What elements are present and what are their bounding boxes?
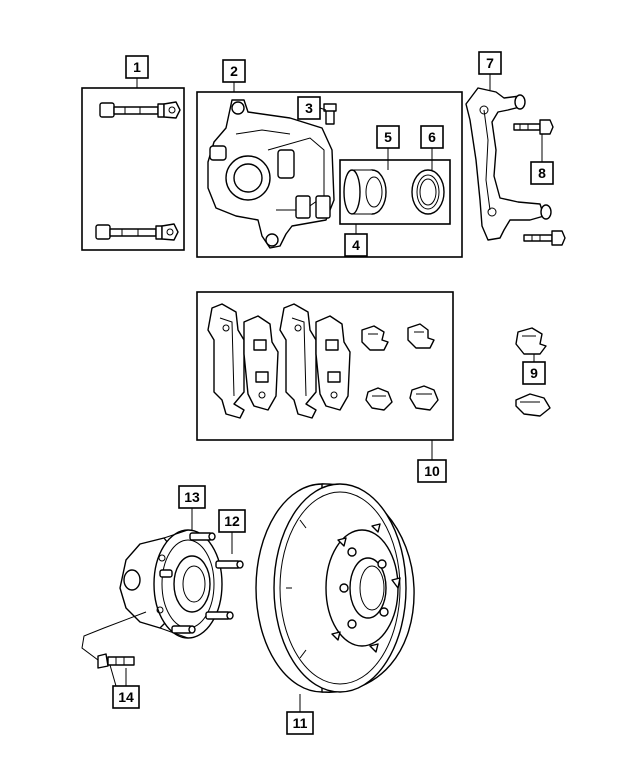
callout-6-label: 6 bbox=[428, 129, 436, 145]
group-box-guide-pins bbox=[81, 87, 185, 251]
brake-rotor bbox=[255, 483, 415, 693]
callout-10: 10 bbox=[417, 459, 447, 483]
pad-clip-1 bbox=[361, 325, 389, 351]
group-box-piston-seal bbox=[339, 159, 451, 225]
callout-5: 5 bbox=[376, 125, 400, 149]
brake-pad-set-right bbox=[279, 303, 351, 419]
brake-pad-set-left bbox=[207, 303, 279, 419]
group-box-brake-pads bbox=[196, 291, 454, 441]
callout-2-label: 2 bbox=[230, 63, 238, 79]
bracket-bolt-bottom bbox=[523, 230, 566, 246]
callout-14: 14 bbox=[112, 685, 140, 709]
callout-4: 4 bbox=[344, 233, 368, 257]
bracket-bolt-top bbox=[513, 119, 554, 135]
callout-3: 3 bbox=[297, 96, 321, 120]
abutment-clip-upper bbox=[515, 327, 547, 355]
wheel-studs bbox=[159, 532, 244, 634]
callout-3-label: 3 bbox=[305, 100, 313, 116]
callout-8: 8 bbox=[530, 161, 554, 185]
guide-pin-bolt-bottom bbox=[95, 223, 179, 241]
pad-clip-3 bbox=[365, 387, 393, 411]
callout-5-label: 5 bbox=[384, 129, 392, 145]
pad-clip-2 bbox=[407, 323, 435, 349]
hub-mounting-bolt bbox=[97, 653, 135, 687]
caliper-anchor-bracket bbox=[465, 87, 552, 241]
callout-12: 12 bbox=[218, 509, 246, 533]
leader-3 bbox=[319, 107, 327, 111]
callout-11-label: 11 bbox=[293, 715, 308, 731]
guide-pin-bolt-top bbox=[99, 101, 181, 119]
abutment-clip-lower bbox=[515, 393, 551, 417]
callout-13-label: 13 bbox=[184, 489, 200, 505]
bleeder-screw bbox=[323, 103, 337, 125]
sensor-wire bbox=[81, 611, 147, 661]
piston-seal bbox=[411, 169, 445, 215]
callout-10-label: 10 bbox=[424, 463, 440, 479]
callout-7: 7 bbox=[478, 51, 502, 75]
callout-9-label: 9 bbox=[530, 365, 538, 381]
group-box-caliper bbox=[196, 91, 463, 258]
callout-13: 13 bbox=[178, 485, 206, 509]
callout-12-label: 12 bbox=[224, 513, 240, 529]
callout-4-label: 4 bbox=[352, 237, 360, 253]
callout-14-label: 14 bbox=[118, 689, 134, 705]
callout-8-label: 8 bbox=[538, 165, 546, 181]
pad-clip-4 bbox=[409, 385, 439, 411]
callout-2: 2 bbox=[222, 59, 246, 83]
callout-11: 11 bbox=[286, 711, 314, 735]
brake-caliper bbox=[207, 99, 335, 249]
callout-1-label: 1 bbox=[133, 59, 141, 75]
callout-7-label: 7 bbox=[486, 55, 494, 71]
callout-9: 9 bbox=[522, 361, 546, 385]
caliper-piston bbox=[343, 169, 387, 215]
hub-bearing-assembly bbox=[119, 529, 223, 639]
callout-1: 1 bbox=[125, 55, 149, 79]
callout-6: 6 bbox=[420, 125, 444, 149]
